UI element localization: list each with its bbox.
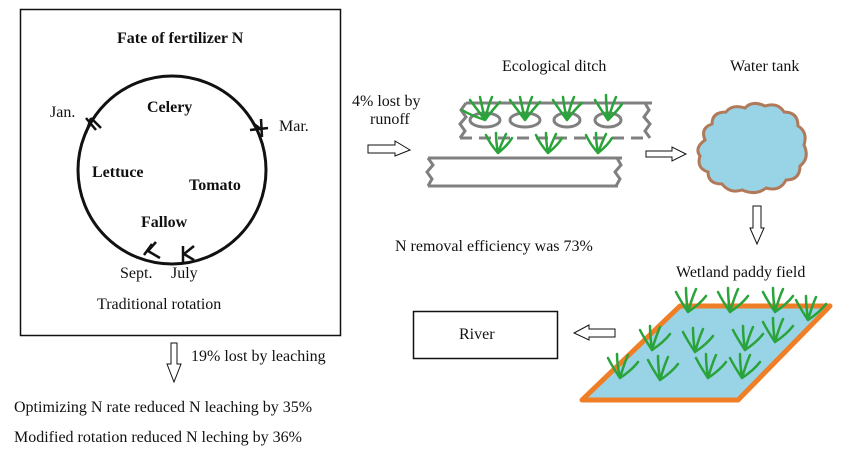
ecological-ditch-label: Ecological ditch: [502, 58, 607, 75]
n-removal-efficiency-label: N removal efficiency was 73%: [395, 238, 593, 255]
crop-label-tomato: Tomato: [189, 177, 241, 194]
paddy-plants-icon: [606, 286, 828, 382]
leaching-note-rotation: Modified rotation reduced N leching by 3…: [14, 429, 302, 446]
ecological-ditch-illustration: [425, 93, 652, 188]
month-label-sept: Sept.: [120, 265, 153, 282]
month-label-mar: Mar.: [279, 118, 309, 135]
rotation-panel-title: Fate of fertilizer N: [117, 30, 244, 47]
crop-label-lettuce: Lettuce: [92, 164, 144, 181]
mar-tick-icon: [249, 118, 269, 138]
river-label: River: [459, 326, 495, 343]
jan-tick-icon: [84, 117, 102, 134]
month-label-july: July: [171, 265, 198, 282]
leaching-arrow-icon: [166, 342, 182, 384]
july-tick-icon: [181, 245, 195, 263]
tank-to-paddy-arrow-icon: [749, 205, 765, 246]
crop-label-celery: Celery: [147, 99, 193, 116]
month-label-jan: Jan.: [50, 104, 76, 121]
paddy-to-river-arrow-icon: [572, 324, 616, 341]
crop-label-fallow: Fallow: [141, 214, 188, 231]
wetland-paddy-label: Wetland paddy field: [676, 264, 806, 281]
runoff-arrow-icon: [367, 140, 412, 157]
river-box: [412, 310, 559, 360]
water-tank-cloud-icon: [696, 101, 808, 195]
wetland-paddy-illustration: [579, 286, 833, 403]
rotation-cycle-circle: [76, 74, 268, 266]
leaching-note-n-rate: Optimizing N rate reduced N leaching by …: [14, 399, 313, 416]
water-tank-label: Water tank: [730, 58, 800, 75]
runoff-label-line2: runoff: [370, 111, 410, 128]
rotation-panel-frame: [19, 8, 342, 337]
rotation-caption: Traditional rotation: [97, 296, 222, 313]
sept-tick-icon: [142, 241, 161, 260]
leaching-loss-label: 19% lost by leaching: [191, 348, 326, 365]
ditch-plants-icon: [460, 93, 624, 155]
ditch-to-tank-arrow-icon: [645, 146, 688, 162]
runoff-label-line1: 4% lost by: [352, 93, 421, 110]
